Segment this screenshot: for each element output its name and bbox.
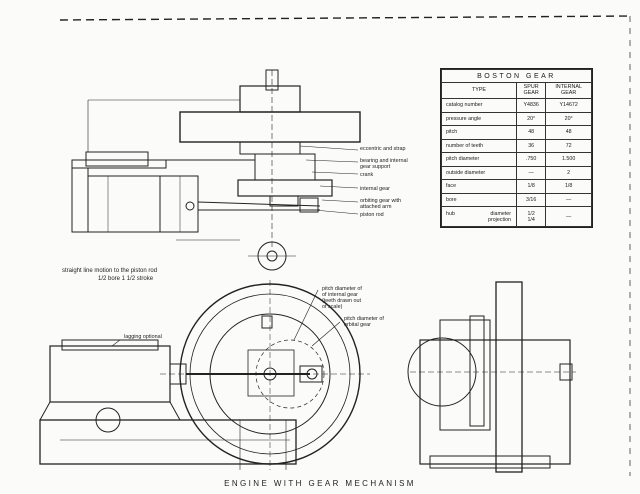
row-label: pressure angle xyxy=(441,111,517,126)
label-pitch-internal: pitch diameter of of internal gear (teet… xyxy=(322,286,362,310)
table-row: outside diameter — 2 xyxy=(441,165,592,180)
row-spur: 20° xyxy=(515,111,547,126)
hub-sub-label: diameter projection xyxy=(488,210,511,223)
row-label: number of teeth xyxy=(441,138,517,153)
row-internal: Y14672 xyxy=(545,98,592,113)
row-internal: 1/8 xyxy=(545,179,592,194)
top-view xyxy=(71,69,361,271)
border-dash-top xyxy=(59,15,633,21)
row-internal: 1.500 xyxy=(545,152,592,167)
row-spur: Y4836 xyxy=(515,98,547,113)
row-internal: — xyxy=(545,206,592,227)
table-row: pitch 48 48 xyxy=(441,125,592,140)
table-title: BOSTON GEAR xyxy=(441,69,592,83)
label-lagging: lagging optional xyxy=(124,334,162,340)
row-internal: — xyxy=(545,192,592,207)
label-piston-rod: piston rod xyxy=(360,212,384,218)
header-spur: SPUR GEAR xyxy=(515,82,547,99)
row-internal: 72 xyxy=(545,138,592,153)
label-pitch-orbital: pitch diameter of orbital gear xyxy=(344,316,384,328)
table-row: pitch diameter .750 1.500 xyxy=(441,152,592,167)
table-row: number of teeth 36 72 xyxy=(441,138,592,153)
row-label: bore xyxy=(441,192,517,207)
table-row: pressure angle 20° 20° xyxy=(441,111,592,126)
row-spur: 3/16 xyxy=(515,192,547,207)
row-internal: 20° xyxy=(545,111,592,126)
label-orbiting-gear: orbiting gear with attached arm xyxy=(360,198,402,210)
label-bearing: bearing and internal gear support xyxy=(360,158,408,170)
table-row: bore 3/16 — xyxy=(441,192,592,207)
row-spur: 1/8 xyxy=(515,179,547,194)
side-view xyxy=(407,281,576,473)
row-spur: .750 xyxy=(515,152,547,167)
gear-table: BOSTON GEAR TYPE SPUR GEAR INTERNAL GEAR… xyxy=(440,68,593,228)
row-label: outside diameter xyxy=(441,165,517,180)
row-label: hub diameter projection xyxy=(441,206,517,227)
hub-label: hub xyxy=(446,210,455,217)
caption: ENGINE WITH GEAR MECHANISM xyxy=(224,479,416,488)
front-view xyxy=(39,280,370,470)
label-bore-stroke: 1/2 bore 1 1/2 stroke xyxy=(98,276,154,282)
row-label: pitch xyxy=(441,125,517,140)
row-label: face xyxy=(441,179,517,194)
table-row: face 1/8 1/8 xyxy=(441,179,592,194)
row-spur: 1/2 1/4 xyxy=(515,206,547,227)
row-spur: 48 xyxy=(515,125,547,140)
header-internal: INTERNAL GEAR xyxy=(545,82,592,99)
row-spur: 36 xyxy=(515,138,547,153)
header-type: TYPE xyxy=(441,82,517,99)
row-internal: 2 xyxy=(545,165,592,180)
label-crank: crank xyxy=(360,172,374,178)
row-label: catalog number xyxy=(441,98,517,113)
label-eccentric: eccentric and strap xyxy=(360,146,406,152)
label-straight-line: straight line motion to the piston rod xyxy=(62,268,158,274)
table-row-hub: hub diameter projection 1/2 1/4 — xyxy=(441,206,592,227)
row-internal: 48 xyxy=(545,125,592,140)
row-spur: — xyxy=(515,165,547,180)
page-number: 19 xyxy=(0,270,1,282)
row-label: pitch diameter xyxy=(441,152,517,167)
label-internal-gear: internal gear xyxy=(360,186,390,192)
table-row: catalog number Y4836 Y14672 xyxy=(441,98,592,113)
